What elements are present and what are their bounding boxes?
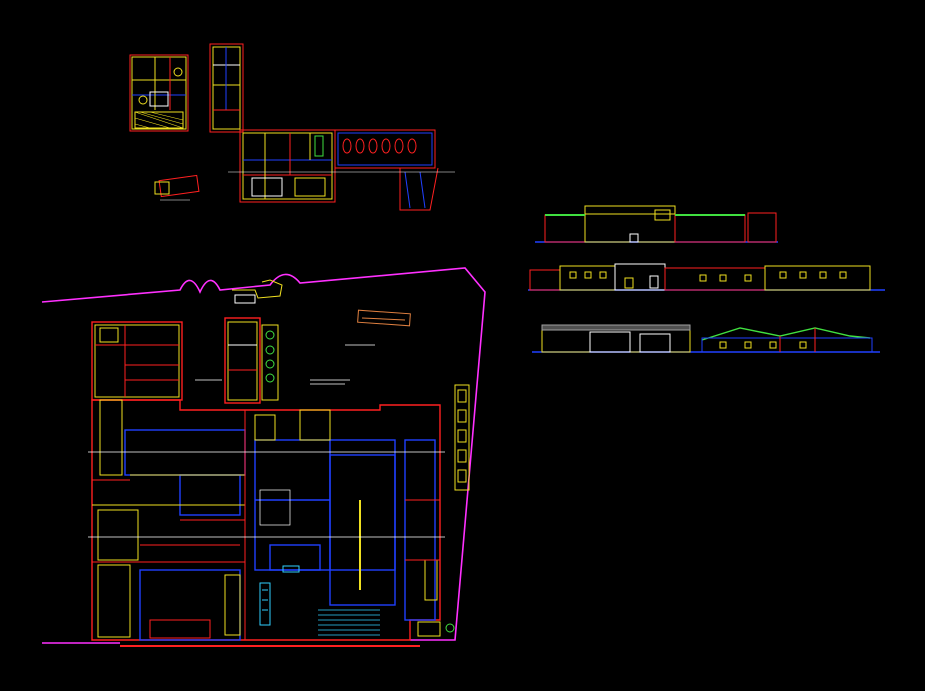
upper-small-plan-left [129, 54, 189, 132]
elevation-1 [535, 205, 778, 243]
elevation-3 [532, 324, 880, 353]
upper-small-plan-right [209, 43, 244, 133]
main-site-plan [88, 279, 470, 647]
site-boundary [41, 267, 486, 644]
elevation-2 [528, 263, 885, 291]
small-detail-block [154, 174, 200, 201]
upper-wide-plan [228, 129, 455, 211]
